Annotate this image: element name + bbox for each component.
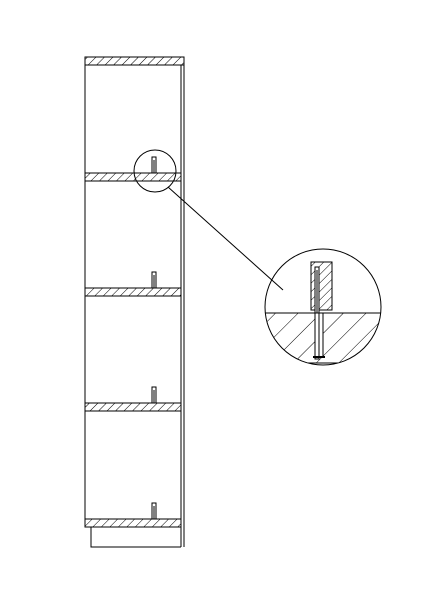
shelf-3: [84, 402, 182, 412]
bottom-panel: [84, 518, 182, 528]
detail-shelf-section: [265, 312, 381, 364]
shelf-2: [84, 287, 182, 297]
cabinet-section: [84, 56, 284, 548]
plinth: [90, 527, 181, 548]
enlarged-detail: [264, 248, 382, 366]
shelf-1: [84, 172, 182, 182]
detail-pin-body: [310, 261, 333, 311]
detail-circle: [264, 248, 382, 366]
top-panel: [84, 56, 185, 66]
detail-marker-circle: [133, 149, 177, 193]
detail-leader-line: [167, 186, 284, 291]
